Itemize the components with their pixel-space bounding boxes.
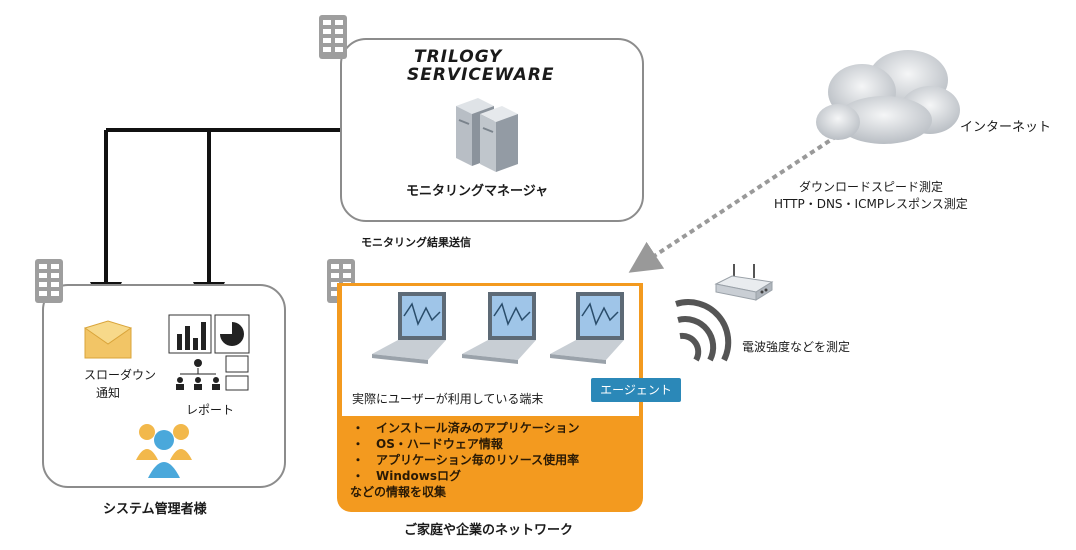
internet-label: インターネット xyxy=(960,120,1052,135)
slowdown-label-2: 通知 xyxy=(96,386,121,400)
report-label: レポート xyxy=(186,403,235,417)
server-icon xyxy=(456,98,518,172)
laptop-icon xyxy=(550,292,624,364)
laptop-icon xyxy=(462,292,536,364)
send-label: モニタリング結果送信 xyxy=(361,236,471,249)
admin-title: システム管理者様 xyxy=(103,502,207,517)
bullet-item: ・ アプリケーション毎のリソース使用率 xyxy=(352,453,580,467)
users-icon xyxy=(136,424,192,478)
building-icon xyxy=(319,15,347,59)
collected-info-list: ・ インストール済みのアプリケーション ・ OS・ハードウェア情報 ・ アプリケ… xyxy=(350,420,580,500)
measure-label: ダウンロードスピード測定 xyxy=(799,180,944,194)
slowdown-label: スローダウン xyxy=(84,368,157,382)
bullet-item: ・ Windowsログ xyxy=(352,469,461,483)
bullet-item: ・ インストール済みのアプリケーション xyxy=(352,421,580,435)
building-icon xyxy=(35,259,63,303)
router-icon xyxy=(714,264,774,301)
network-caption: ご家庭や企業のネットワーク xyxy=(404,523,574,538)
collect-label: などの情報を収集 xyxy=(350,485,447,499)
wifi-signal-icon xyxy=(675,299,732,362)
internet-measure-arrow xyxy=(628,124,854,273)
report-chart-icon xyxy=(168,314,250,391)
agent-badge: エージェント xyxy=(591,378,681,402)
terminals-label: 実際にユーザーが利用している端末 xyxy=(352,392,544,406)
serviceware-logo: SERVICEWARE xyxy=(407,65,555,85)
envelope-icon xyxy=(84,320,132,359)
bullet-item: ・ OS・ハードウェア情報 xyxy=(352,437,503,451)
wifi-label: 電波強度などを測定 xyxy=(742,340,851,354)
measure-label-2: HTTP・DNS・ICMPレスポンス測定 xyxy=(774,197,968,211)
manager-label: モニタリングマネージャ xyxy=(406,184,549,199)
cloud-icon xyxy=(816,50,960,144)
laptop-icon xyxy=(372,292,446,364)
trilogy-logo: TRILOGY xyxy=(414,47,503,67)
